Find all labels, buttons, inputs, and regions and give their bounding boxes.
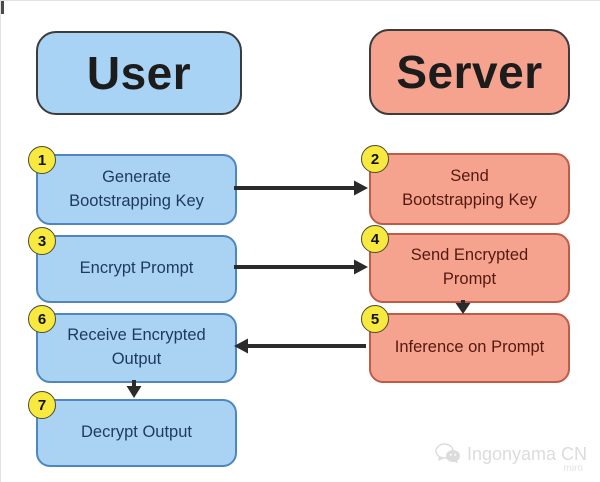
step-label: Generate Bootstrapping Key	[69, 167, 204, 210]
arrowhead-right-1	[354, 180, 368, 196]
step-box-decrypt-output: 7 Decrypt Output	[28, 391, 237, 467]
step-badge: 1	[28, 146, 56, 174]
arrowhead-down-1	[455, 303, 471, 314]
step-box-generate-bootstrapping-key: 1 Generate Bootstrapping Key	[28, 146, 237, 225]
step-box-inference-on-prompt: 5 Inference on Prompt	[361, 305, 570, 383]
step-label: Send Bootstrapping Key	[402, 167, 537, 209]
title-user-label: User	[86, 47, 192, 99]
step-box-encrypt-prompt: 3 Encrypt Prompt	[28, 227, 237, 303]
step-badge: 2	[361, 145, 389, 173]
step-box-send-encrypted-prompt: 4 Send Encrypted Prompt	[361, 225, 570, 303]
watermark-brand: Ingonyama CN	[466, 443, 587, 464]
step-badge: 7	[28, 391, 56, 419]
watermark-sub: miro	[563, 463, 583, 474]
arrowhead-right-2	[354, 259, 368, 275]
step-box-receive-encrypted-output: 6 Receive Encrypted Output	[28, 305, 237, 383]
step-label: Send Encrypted Prompt	[410, 246, 529, 288]
wechat-icon	[435, 443, 460, 464]
step-label: Encrypt Prompt	[79, 259, 194, 278]
step-badge: 4	[361, 225, 389, 253]
step-label: Decrypt Output	[81, 423, 192, 442]
arrowhead-down-2	[126, 386, 142, 398]
watermark: Ingonyama CN miro	[435, 443, 587, 474]
step-label: Receive Encrypted Output	[67, 326, 206, 368]
step-badge: 5	[361, 305, 389, 333]
title-server: Server	[369, 29, 570, 115]
step-box-send-bootstrapping-key: 2 Send Bootstrapping Key	[361, 145, 570, 225]
step-badge: 3	[28, 227, 56, 255]
arrowhead-left-1	[234, 338, 248, 354]
title-server-label: Server	[396, 46, 543, 98]
step-badge: 6	[28, 305, 56, 333]
step-label: Inference on Prompt	[394, 338, 545, 357]
title-user: User	[36, 31, 242, 115]
corner-notch	[1, 1, 4, 14]
